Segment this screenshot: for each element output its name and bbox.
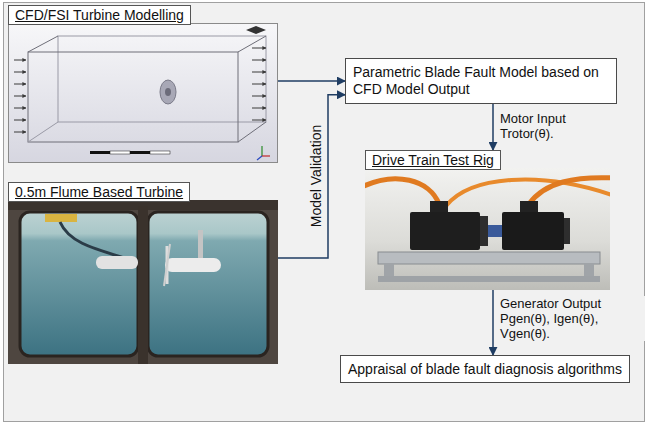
cfd-domain-image: [14, 108, 26, 109]
image-border: [9, 24, 278, 163]
cfd-domain-image: [238, 36, 266, 52]
cfd-domain-image: [14, 96, 26, 97]
drive-train-photo: [384, 264, 394, 278]
drive-train-photo: [564, 218, 570, 244]
cfd-domain-image: [252, 120, 266, 121]
figure-panel: 0.5m Flume Based Turbine: [8, 182, 278, 364]
cfd-domain-image: [130, 151, 150, 154]
panel-heading: CFD/FSI Turbine Modelling: [8, 5, 191, 25]
cfd-domain-image: [160, 80, 176, 104]
cfd-domain-image: [252, 84, 266, 85]
cfd-domain-image: [257, 156, 262, 160]
cfd-domain-image: [252, 60, 266, 61]
cfd-domain-image: [252, 96, 266, 97]
drive-train-photo: [430, 201, 448, 213]
cfd-domain-image: [246, 26, 266, 34]
flume-photo: [8, 200, 278, 364]
cfd-domain-image: [262, 155, 270, 156]
connector-arrow: [492, 290, 494, 355]
drive-train-photo: [365, 179, 439, 204]
drive-train-photo: [529, 178, 610, 204]
drive-train-photo: [365, 168, 610, 290]
cfd-domain-image: [14, 72, 26, 73]
drive-train-photo: [410, 212, 480, 250]
drive-train-photo: [480, 216, 488, 246]
drive-train-photo: [488, 225, 502, 237]
process-box: Appraisal of blade fault diagnosis algor…: [340, 355, 630, 383]
flume-photo: [96, 256, 138, 269]
flume-photo: [164, 244, 170, 286]
figure-panel: Drive Train Test Rig: [365, 150, 610, 290]
drive-train-photo: [502, 212, 564, 250]
panel-heading: Drive Train Test Rig: [365, 150, 501, 170]
cfd-domain-image: [252, 108, 266, 109]
edge-label: Model Validation: [309, 122, 324, 230]
box-text: Parametric Blade Fault Model based on CF…: [353, 64, 609, 98]
flume-photo: [45, 214, 77, 222]
edge-label: Generator Output Pgen(θ), Igen(θ), Vgen(…: [500, 296, 645, 341]
cfd-domain-image: [14, 48, 266, 132]
cfd-domain-image: [8, 23, 278, 163]
cfd-domain-image: [238, 122, 266, 142]
edge-label: Motor Input Trotor(θ).: [500, 111, 595, 141]
cfd-domain-image: [14, 120, 26, 121]
drive-train-photo: [378, 276, 600, 282]
flume-photo: [198, 230, 203, 260]
cfd-domain-image: [14, 84, 26, 85]
connector-arrow: [278, 80, 345, 82]
cfd-domain-image: [165, 88, 171, 96]
flume-photo: [8, 200, 278, 364]
drive-train-photo: [520, 201, 538, 213]
cfd-domain-image: [90, 151, 110, 154]
cfd-domain-image: [252, 48, 266, 49]
panel-heading: 0.5m Flume Based Turbine: [8, 182, 190, 202]
cfd-domain-image: [261, 146, 262, 156]
connector-arrow: [492, 104, 494, 150]
flume-photo: [20, 212, 138, 356]
cfd-domain-image: [58, 36, 266, 122]
box-text: Appraisal of blade fault diagnosis algor…: [348, 361, 622, 378]
cfd-domain-image: [28, 36, 58, 52]
cfd-domain-image: [28, 122, 58, 142]
cfd-domain-image: [252, 72, 266, 73]
flume-photo: [138, 206, 148, 364]
process-box: Parametric Blade Fault Model based on CF…: [345, 58, 617, 104]
drive-train-photo: [584, 264, 594, 278]
cfd-domain-image: [28, 36, 266, 142]
flume-photo: [165, 258, 221, 272]
cfd-domain-image: [8, 23, 278, 163]
connector-arrow: [278, 95, 345, 258]
cfd-domain-image: [28, 52, 238, 142]
outer-frame: [4, 3, 645, 422]
figure-panel: CFD/FSI Turbine Modelling: [8, 5, 278, 163]
cfd-domain-image: [110, 151, 130, 154]
cfd-domain-image: [14, 132, 26, 133]
cfd-domain-image: [150, 151, 170, 154]
cfd-domain-image: [14, 60, 26, 61]
drive-train-photo: [378, 252, 600, 264]
flume-photo: [148, 212, 268, 356]
